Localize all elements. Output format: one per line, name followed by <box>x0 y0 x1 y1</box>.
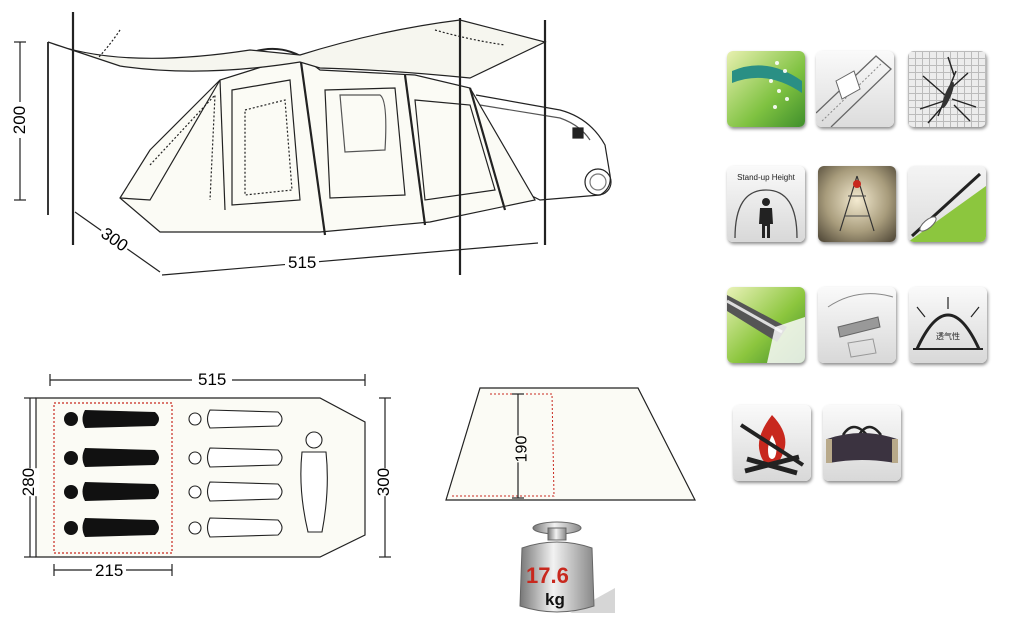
side-length-label: 515 <box>285 253 320 273</box>
tent-side-view <box>14 12 612 276</box>
taped-seams-icon <box>816 51 894 127</box>
floor-width-label: 300 <box>374 467 395 497</box>
floor-plan <box>24 374 391 576</box>
lying-person-head <box>305 431 323 449</box>
side-height-label: 200 <box>10 102 30 138</box>
weight-icon <box>519 521 615 613</box>
weight-value: 17.6 <box>526 563 569 588</box>
ventilation-label: 透气性 <box>936 332 960 341</box>
ventilation-icon: 透气性 <box>909 287 987 363</box>
awning-plan <box>445 387 696 501</box>
awning-height-label: 190 <box>513 435 532 463</box>
carry-bag-icon <box>823 405 901 481</box>
stand-up-height-label: Stand-up Height <box>737 173 795 182</box>
mosquito-net-icon <box>908 51 986 127</box>
lying-person-body <box>300 451 328 533</box>
floor-inner-length-label: 215 <box>92 561 127 581</box>
car-wheel <box>584 168 612 196</box>
fiberglass-pole-icon <box>908 166 986 242</box>
sleeper-head <box>64 412 78 426</box>
sleeper-bag <box>82 410 159 428</box>
car-mirror <box>572 127 584 139</box>
waterproof-icon <box>727 51 805 127</box>
stand-up-height-icon: Stand-up Height <box>727 166 805 242</box>
pole-sleeve-icon <box>727 287 805 363</box>
no-fire-icon <box>733 405 811 481</box>
interior-view-icon <box>818 166 896 242</box>
groundsheet-icon <box>818 287 896 363</box>
weight-unit: kg <box>545 590 565 609</box>
car-outline <box>475 94 611 201</box>
floor-inner-width-label: 280 <box>19 467 40 497</box>
floor-length-label: 515 <box>192 370 233 390</box>
